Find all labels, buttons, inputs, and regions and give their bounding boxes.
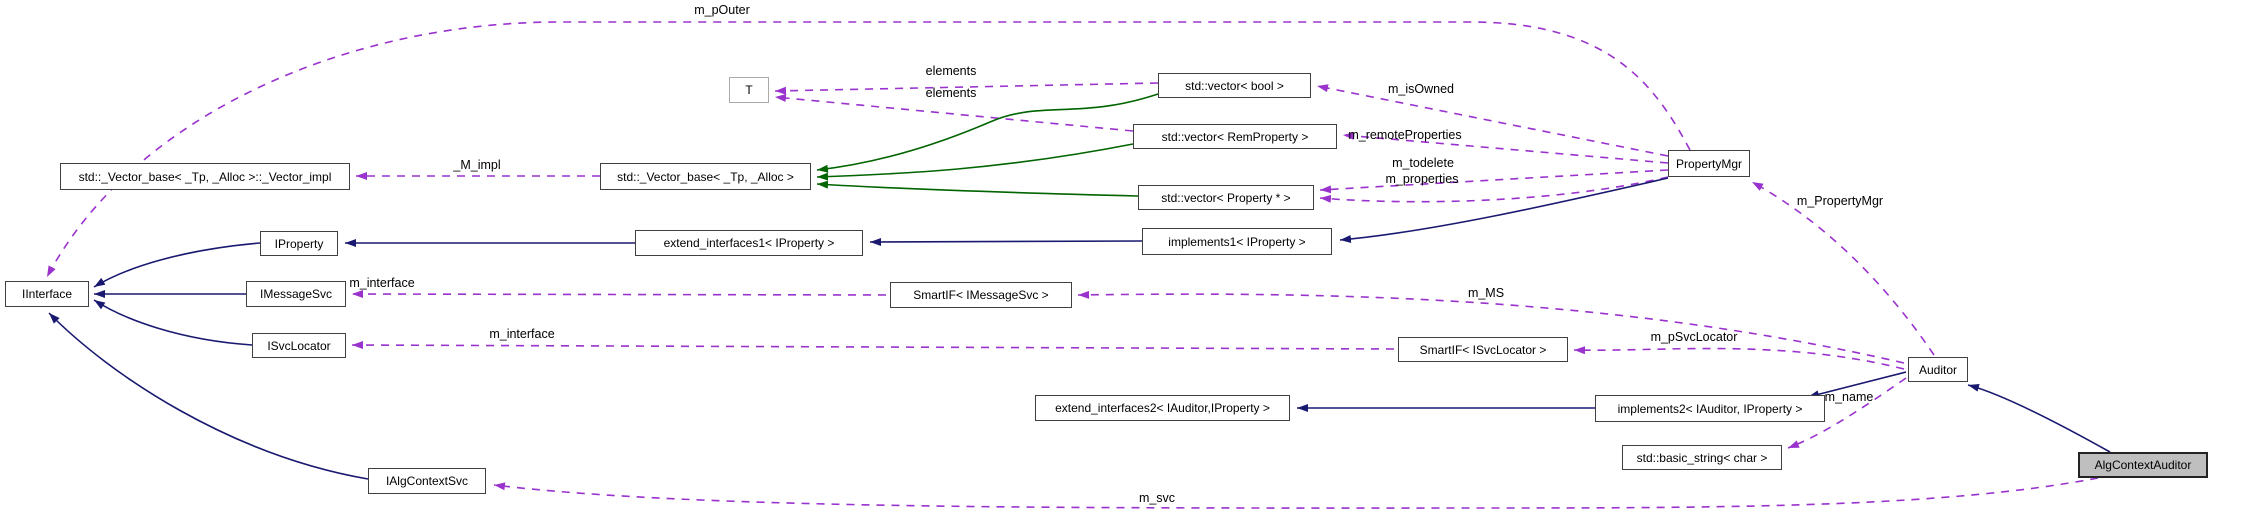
edge-label-m-interface-1: m_interface (349, 276, 415, 290)
edge-inherit-ialgcontextsvc-iinterface (48, 312, 369, 480)
edge-inherit-propertymgr-implements1 (1339, 177, 1669, 244)
edge-label-m-remoteproperties: m_remoteProperties (1348, 128, 1462, 142)
edge-m-psvclocator (1573, 346, 1905, 370)
edge-m-svc (493, 477, 2099, 509)
edge-label-elements-remproperty: elements (925, 86, 977, 100)
edge-m-name (1787, 377, 1907, 449)
edge-m-properties (1319, 176, 1669, 203)
edge-label-m-psvclocator: m_pSvcLocator (1650, 330, 1738, 344)
edge-label-m-ms: m_MS (1467, 286, 1505, 300)
edge-m-interface-isvclocator (351, 341, 1395, 350)
edge-inherit-isvclocator-iinterface (93, 299, 253, 346)
node-std-vector-bool: std::vector< bool > (1158, 73, 1311, 98)
node-implements1[interactable]: implements1< IProperty > (1142, 228, 1332, 255)
edge-inherit-iproperty-iinterface (93, 242, 261, 288)
edge-m-isowned (1316, 84, 1669, 157)
edge-m-interface-imessagesvc (351, 290, 887, 299)
edge-label-elements-bool: elements (925, 64, 977, 78)
node-iinterface[interactable]: IInterface (5, 281, 89, 307)
node-auditor[interactable]: Auditor (1908, 357, 1968, 382)
edge-label-m-pouter: m_pOuter (694, 3, 750, 17)
edge-inherit-implements1-extendinterfaces1 (869, 237, 1143, 246)
node-algcontextauditor: AlgContextAuditor (2078, 452, 2208, 478)
edge-label-m-interface-2: m_interface (489, 327, 555, 341)
node-implements2[interactable]: implements2< IAuditor, IProperty > (1595, 395, 1825, 422)
edge-template-vectorremproperty-vectorbase (816, 143, 1134, 181)
edge-label-m-todelete: m_todelete (1392, 156, 1454, 170)
edge-label-m-properties: m_properties (1385, 172, 1459, 186)
edge-m-remoteproperties (1342, 131, 1669, 164)
node-std-vector-base: std::_Vector_base< _Tp, _Alloc > (600, 163, 811, 190)
edge-label-m-propertymgr: m_PropertyMgr (1796, 194, 1884, 208)
node-extend-interfaces2[interactable]: extend_interfaces2< IAuditor,IProperty > (1035, 395, 1290, 421)
edge-template-vectorpropertyptr-vectorbase (816, 180, 1139, 197)
node-std-vector-base-impl: std::_Vector_base< _Tp, _Alloc >::_Vecto… (60, 163, 350, 190)
node-iproperty[interactable]: IProperty (260, 231, 338, 256)
node-std-basic-string: std::basic_string< char > (1622, 445, 1782, 470)
edge-template-vectorbool-vectorbase (816, 93, 1159, 173)
edge-m-todelete (1319, 169, 1669, 194)
edge-label-m-svc: m_svc (1138, 491, 1176, 505)
edge-label-m-isowned: m_isOwned (1388, 82, 1454, 96)
edge-elements-bool (774, 82, 1159, 95)
edge-inherit-algcontextauditor-auditor (1967, 383, 2111, 453)
node-ialgcontextsvc[interactable]: IAlgContextSvc (368, 468, 486, 494)
node-isvclocator[interactable]: ISvcLocator (252, 333, 346, 358)
node-std-vector-remproperty: std::vector< RemProperty > (1133, 124, 1337, 149)
node-smartif-isvclocator[interactable]: SmartIF< ISvcLocator > (1398, 337, 1568, 362)
node-extend-interfaces1[interactable]: extend_interfaces1< IProperty > (635, 230, 863, 256)
node-template-param-t: T (729, 77, 769, 103)
edge-label-m-name: m_name (1824, 390, 1874, 404)
node-smartif-imessagesvc[interactable]: SmartIF< IMessageSvc > (890, 282, 1072, 308)
edge-inherit-auditor-implements2 (1807, 371, 1907, 399)
node-std-vector-property-ptr: std::vector< Property * > (1138, 185, 1314, 210)
node-propertymgr[interactable]: PropertyMgr (1668, 150, 1750, 177)
node-imessagesvc[interactable]: IMessageSvc (246, 281, 346, 307)
edge-elements-remproperty (774, 94, 1134, 132)
edge-m-propertymgr (1751, 181, 1935, 356)
edge-label-m-impl: _M_impl (453, 158, 501, 172)
